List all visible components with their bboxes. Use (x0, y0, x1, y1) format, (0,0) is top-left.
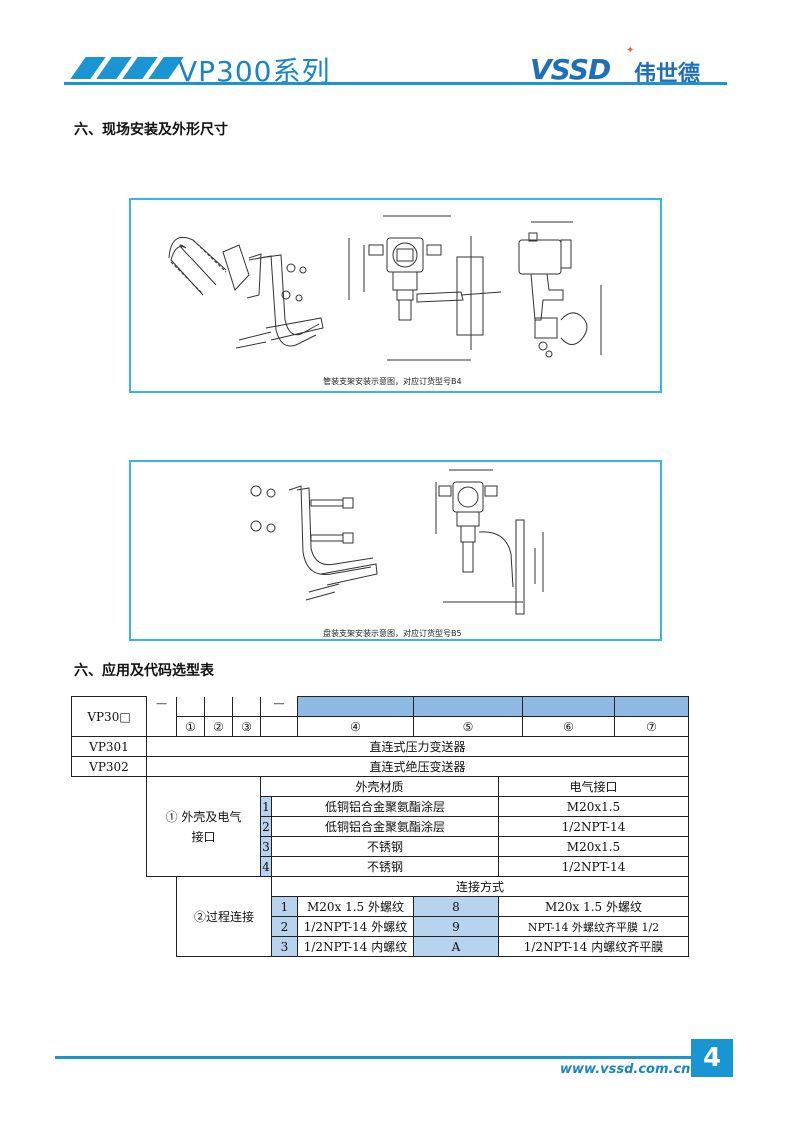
table-row: VP301 直连式压力变送器 (71, 736, 689, 757)
selection-table: VP30□ — — ① ② ③ ④ ⑤ ⑥ ⑦ VP301 直连式压力变送器 V… (71, 696, 689, 957)
process-desc: 1/2NPT-14 内螺纹齐平膜 (498, 936, 689, 957)
position-1: ① (176, 716, 205, 737)
process-code: 8 (413, 896, 499, 917)
header-rule (64, 82, 727, 85)
position-2: ② (204, 716, 233, 737)
housing-code: 4 (260, 856, 272, 877)
process-desc: M20x 1.5 外螺纹 (297, 896, 414, 917)
brand-logo: VSSD (530, 53, 611, 86)
position-5: ⑤ (413, 716, 523, 737)
col-material: 外壳材质 (260, 776, 499, 797)
housing-electrical: 1/2NPT-14 (498, 816, 689, 837)
position-7: ⑦ (614, 716, 689, 737)
figure-pipe-mount: 管装支架安装示意图，对应订货型号B4 (129, 198, 662, 393)
process-label: ②过程连接 (176, 876, 272, 957)
process-code: 1 (271, 896, 298, 917)
housing-material: 低铜铝合金聚氨酯涂层 (271, 816, 499, 837)
table-row: ① 外壳及电气接口 外壳材质 电气接口 (72, 776, 689, 877)
model-code: VP302 (71, 756, 147, 777)
model-desc: 直连式绝压变送器 (146, 756, 689, 777)
table-row: VP30□ — — (71, 696, 689, 737)
col-electrical: 电气接口 (498, 776, 689, 797)
table-row: 3 1/2NPT-14 内螺纹 A 1/2NPT-14 内螺纹齐平膜 (72, 936, 689, 957)
housing-material: 不锈钢 (271, 856, 499, 877)
process-desc: M20x 1.5 外螺纹 (498, 896, 689, 917)
position-6: ⑥ (522, 716, 615, 737)
footer-rule (55, 1056, 691, 1059)
housing-code: 3 (260, 836, 272, 857)
model-code: VP301 (71, 736, 147, 757)
housing-code: 2 (260, 816, 272, 837)
table-row: 2 低铜铝合金聚氨酯涂层 1/2NPT-14 (72, 816, 689, 837)
page-number: 4 (691, 1039, 733, 1077)
table-row: ②过程连接 连接方式 (72, 876, 689, 957)
process-code: 9 (413, 916, 499, 937)
figure1-caption: 管装支架安装示意图，对应订货型号B4 (323, 377, 462, 386)
position-4: ④ (297, 716, 414, 737)
dash: — (260, 696, 298, 717)
housing-electrical: M20x1.5 (498, 836, 689, 857)
process-code: A (413, 936, 499, 957)
table-row: 1 M20x 1.5 外螺纹 8 M20x 1.5 外螺纹 (72, 896, 689, 917)
process-code: 3 (271, 936, 298, 957)
table-row: 1 低铜铝合金聚氨酯涂层 M20x1.5 (72, 796, 689, 817)
table-row: 4 不锈钢 1/2NPT-14 (72, 856, 689, 877)
footer-url[interactable]: www.vssd.com.cn (560, 1062, 691, 1077)
figure2-caption: 盘装支架安装示意图，对应订货型号B5 (323, 629, 462, 638)
table-row: 3 不锈钢 M20x1.5 (72, 836, 689, 857)
logo-star-icon: ✦ (626, 45, 635, 56)
table-row: VP302 直连式绝压变送器 (71, 756, 689, 777)
housing-electrical: M20x1.5 (498, 796, 689, 817)
figure-panel-mount: 盘装支架安装示意图，对应订货型号B5 (129, 460, 662, 641)
process-desc: 1/2NPT-14 外螺纹 (297, 916, 414, 937)
process-desc: 1/2NPT-14 内螺纹 (297, 936, 414, 957)
housing-material: 低铜铝合金聚氨酯涂层 (271, 796, 499, 817)
housing-material: 不锈钢 (271, 836, 499, 857)
position-3: ③ (232, 716, 261, 737)
model-desc: 直连式压力变送器 (146, 736, 689, 757)
pipe-mount-drawing (168, 215, 602, 361)
col-method: 连接方式 (271, 876, 689, 897)
table-row: ① ② ③ ④ ⑤ ⑥ ⑦ (72, 716, 689, 737)
install-heading: 六、现场安装及外形尺寸 (74, 122, 228, 138)
model-code-cell: VP30□ (71, 696, 147, 737)
process-desc: NPT-14 外螺纹齐平膜 1/2 (498, 916, 689, 937)
table-row: 2 1/2NPT-14 外螺纹 9 NPT-14 外螺纹齐平膜 1/2 (72, 916, 689, 937)
housing-label: ① 外壳及电气接口 (146, 776, 261, 877)
dash: — (156, 696, 167, 710)
selection-heading: 六、应用及代码选型表 (74, 663, 214, 679)
panel-mount-drawing (250, 469, 544, 615)
housing-electrical: 1/2NPT-14 (498, 856, 689, 877)
housing-code: 1 (260, 796, 272, 817)
process-code: 2 (271, 916, 298, 937)
